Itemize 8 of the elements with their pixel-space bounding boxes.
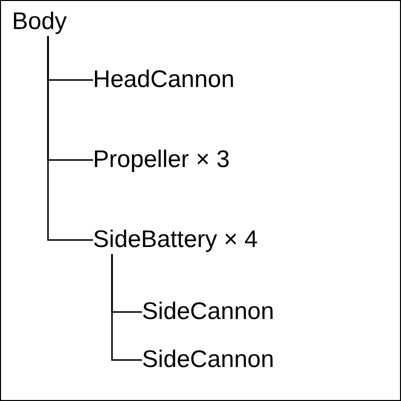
- tree-label: SideCannon: [142, 298, 274, 326]
- tree-label: Propeller × 3: [93, 146, 230, 174]
- tree-label: HeadCannon: [93, 66, 234, 94]
- tree-label: SideCannon: [142, 346, 274, 374]
- tree-label: SideBattery × 4: [93, 226, 258, 254]
- tree-connector: [47, 36, 93, 241]
- tree-connector: [111, 254, 142, 361]
- tree-label: Body: [12, 8, 67, 36]
